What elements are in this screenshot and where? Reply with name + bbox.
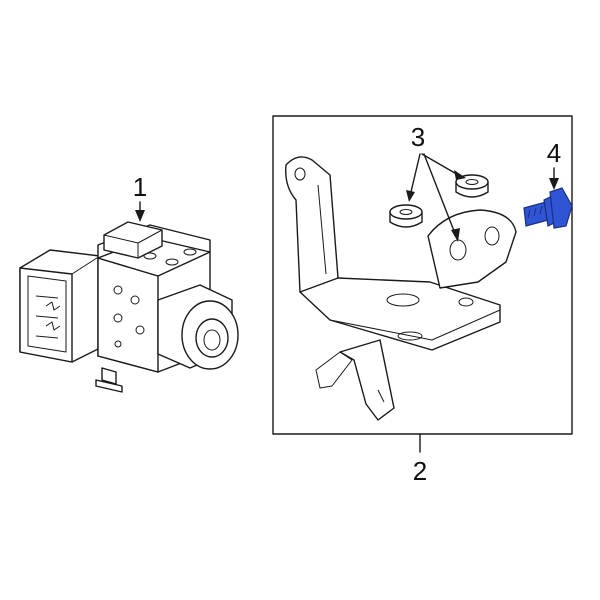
callout-number-1: 1 [133, 172, 147, 202]
leader-line-3b [421, 153, 461, 177]
leader-line-3a [409, 153, 421, 197]
leader-arrow-3a [406, 190, 415, 202]
callout-number-3: 3 [411, 122, 425, 152]
grommet-middle[interactable] [389, 204, 423, 228]
abs-modulator-assembly[interactable] [19, 221, 239, 393]
modulator-bracket[interactable] [285, 156, 517, 421]
callout-1: 1 [133, 172, 147, 222]
callout-3: 3 [406, 122, 466, 242]
callout-number-4: 4 [547, 138, 561, 168]
mounting-bolt-highlighted[interactable] [523, 187, 573, 229]
leader-arrow-4 [549, 178, 559, 190]
grommet-top[interactable] [455, 174, 489, 198]
callout-4: 4 [547, 138, 561, 190]
part-2-frame [272, 115, 573, 435]
callout-number-2: 2 [413, 456, 427, 486]
leader-line-3c [423, 153, 457, 237]
leader-arrow-1 [135, 210, 145, 222]
leader-arrow-3b [454, 170, 466, 180]
callout-2: 2 [413, 433, 427, 486]
leader-arrow-3c [451, 228, 460, 242]
